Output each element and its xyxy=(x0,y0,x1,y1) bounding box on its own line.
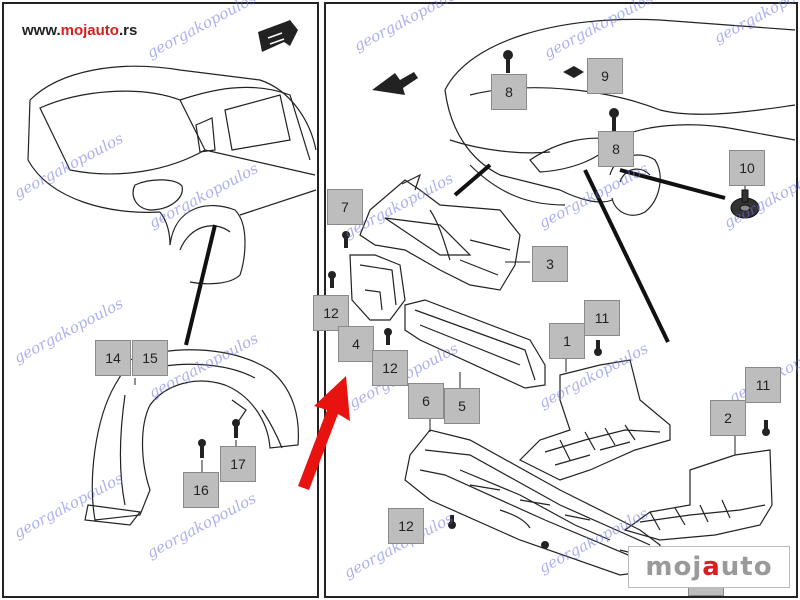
site-url-suffix: .rs xyxy=(118,22,138,39)
clip-10 xyxy=(730,189,760,219)
cover-screw-1 xyxy=(594,340,602,356)
callout-3: 3 xyxy=(532,246,568,282)
site-url-brand: mojauto xyxy=(60,22,119,39)
site-url[interactable]: www.mojauto.rs xyxy=(22,22,137,39)
callout-8-mid: 8 xyxy=(598,131,634,167)
cover-screw-2 xyxy=(762,420,770,436)
callout-12-mid: 12 xyxy=(372,350,408,386)
right-direction-arrow xyxy=(372,72,418,95)
callout-12-left: 12 xyxy=(313,295,349,331)
side-bracket xyxy=(349,254,406,321)
callout-6: 6 xyxy=(408,383,444,419)
callout-16: 16 xyxy=(183,472,219,508)
engine-cover-left xyxy=(518,359,671,481)
callout-4: 4 xyxy=(338,326,374,362)
logo-part3: uto xyxy=(720,552,773,582)
callout-11-mid: 11 xyxy=(584,300,620,336)
left-screws xyxy=(198,419,240,458)
callout-2: 2 xyxy=(710,400,746,436)
callout-12-bottom: 12 xyxy=(388,508,424,544)
callout-15: 15 xyxy=(132,340,168,376)
lower-splash-tray xyxy=(404,429,661,576)
logo-part2: a xyxy=(702,552,721,582)
left-leader xyxy=(184,224,217,346)
callout-10: 10 xyxy=(729,150,765,186)
crossmember xyxy=(404,299,546,389)
callout-8-top: 8 xyxy=(491,74,527,110)
callout-17: 17 xyxy=(220,446,256,482)
right-leader-a xyxy=(453,163,492,197)
callout-9: 9 xyxy=(587,58,623,94)
left-car-outline xyxy=(27,65,317,285)
right-leader-c xyxy=(619,168,726,200)
logo-part1: moj xyxy=(645,552,703,582)
bracket-screws xyxy=(328,231,392,345)
red-pointer-arrow xyxy=(298,376,350,490)
callout-1: 1 xyxy=(549,323,585,359)
callout-14: 14 xyxy=(95,340,131,376)
top-clips xyxy=(503,50,619,131)
callout-7: 7 xyxy=(327,189,363,225)
callout-5: 5 xyxy=(444,388,480,424)
callout-11-right: 11 xyxy=(745,367,781,403)
upper-bracket xyxy=(359,173,521,291)
site-url-prefix: www. xyxy=(22,22,61,39)
left-direction-arrow xyxy=(258,20,298,52)
right-leader-b xyxy=(583,169,670,343)
engine-cover-right xyxy=(623,449,773,541)
